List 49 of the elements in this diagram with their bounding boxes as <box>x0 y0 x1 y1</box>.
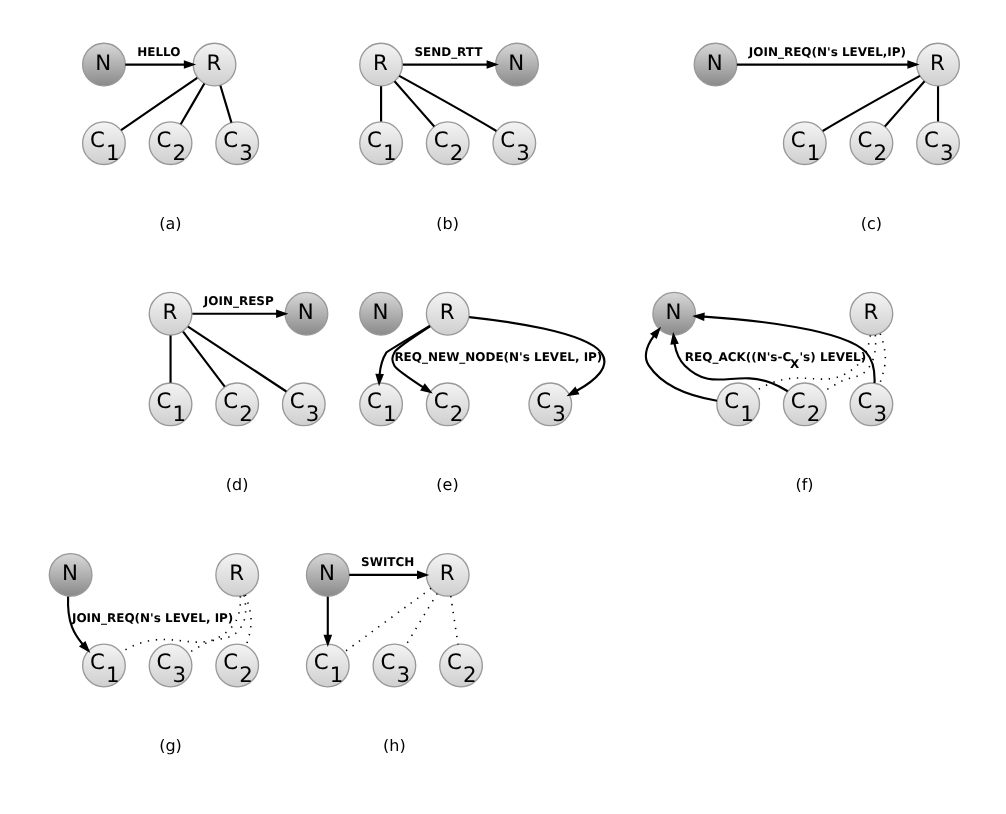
node-circle: N <box>359 291 404 336</box>
arrow <box>192 309 289 319</box>
connector <box>821 334 877 393</box>
arrow <box>375 324 431 387</box>
connector <box>404 592 438 648</box>
arrow <box>349 570 430 580</box>
node-circle: R <box>192 42 237 87</box>
arrow <box>66 596 91 653</box>
node-circle: R <box>849 291 894 336</box>
connector <box>754 334 872 393</box>
arrow <box>644 326 718 402</box>
connector <box>187 325 287 393</box>
node-circle: N <box>652 291 697 336</box>
connector <box>219 85 233 123</box>
node-circle: N <box>495 42 539 87</box>
node-circle: R <box>425 291 470 336</box>
connector <box>398 74 497 132</box>
arrow <box>402 60 499 69</box>
arrow <box>736 60 920 69</box>
arrow <box>469 316 606 397</box>
arrow <box>391 325 433 394</box>
arrow <box>670 332 789 393</box>
node-circle: R <box>148 291 193 336</box>
node-circle: R <box>359 42 404 87</box>
node-circle: R <box>425 552 470 597</box>
connector <box>343 587 432 653</box>
node-circle: R <box>916 42 960 87</box>
connector <box>244 594 252 647</box>
connector <box>936 86 940 122</box>
node-circle: N <box>693 42 738 87</box>
connector <box>179 83 206 125</box>
arrow <box>323 596 333 648</box>
connector <box>169 335 172 383</box>
node-circle: N <box>284 291 329 336</box>
connector <box>884 80 926 128</box>
node-circle: R <box>215 552 260 597</box>
node-circle: N <box>48 552 93 597</box>
connector <box>120 595 242 654</box>
connector <box>822 74 921 132</box>
connector <box>380 86 383 122</box>
arrow <box>692 312 876 383</box>
connector <box>878 332 887 386</box>
connector <box>393 80 436 128</box>
node-circle: N <box>305 552 350 597</box>
connector <box>187 594 247 654</box>
node-circle: N <box>81 42 126 87</box>
connector <box>182 330 226 388</box>
arrow <box>125 60 197 69</box>
connector <box>120 76 198 131</box>
